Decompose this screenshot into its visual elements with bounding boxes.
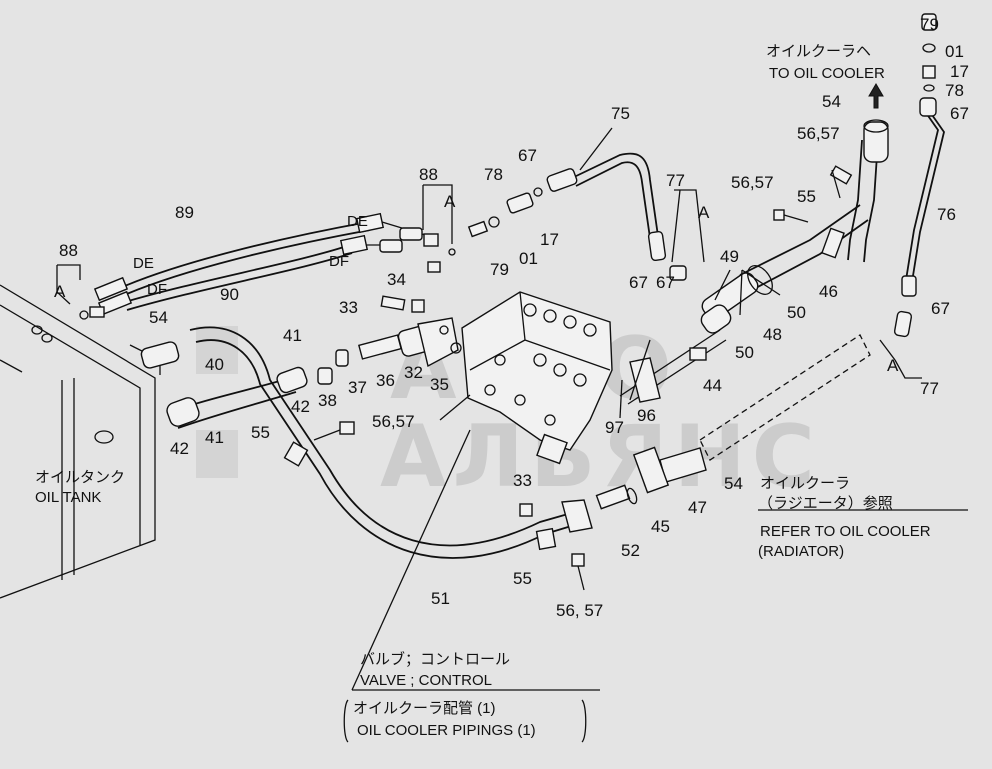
callout-DF: DF [329,253,349,270]
callout-56-57: 56,57 [797,124,840,143]
callout-38: 38 [318,391,337,410]
callout-67: 67 [518,146,537,165]
pipings-jp: オイルクーラ配管 (1) [353,700,496,717]
oil-tank-drawing [0,284,161,599]
callout-A: A [887,356,899,375]
callout-77: 77 [666,171,685,190]
refer-en2: (RADIATOR) [758,543,844,560]
pipings-en: OIL COOLER PIPINGS (1) [357,722,536,739]
callout-67: 67 [656,273,675,292]
callout-42: 42 [291,397,310,416]
callout-DE: DE [347,213,368,230]
fittings-32-36 [358,295,462,368]
callout-44: 44 [703,376,722,395]
hose-40 [166,349,349,429]
callout-36: 36 [376,371,395,390]
pipe-51 [140,326,593,559]
control-valve [427,261,613,465]
callout-DE: DE [133,255,154,272]
callout-A: A [444,192,456,211]
callout-46: 46 [819,282,838,301]
hose-46-48 [619,204,869,405]
callout-51: 51 [431,589,450,608]
callout-79: 79 [490,260,509,279]
valve-en: VALVE ; CONTROL [360,672,492,689]
callout-45: 45 [651,517,670,536]
callout-77: 77 [920,379,939,398]
callout-67: 67 [629,273,648,292]
callout-67: 67 [950,104,969,123]
callout-76: 76 [937,205,956,224]
callout-88: 88 [59,241,78,260]
callout-41: 41 [205,428,224,447]
callout-33: 33 [513,471,532,490]
callout-01: 01 [945,42,964,61]
callout-50: 50 [735,343,754,362]
watermark-logo-bottom [196,430,238,478]
callout-49: 49 [720,247,739,266]
to-oil-cooler-jp: オイルクーラヘ [766,43,871,60]
callout-48: 48 [763,325,782,344]
pipings-bracket-right [581,699,587,743]
callout-54: 54 [822,92,841,111]
pipings-bracket-left [343,699,349,743]
callout-37: 37 [348,378,367,397]
oil-cooler [595,334,871,510]
callouts: 79 01 17 78 67 54 56,57 56,57 55 76 46 6… [54,15,969,620]
callout-90: 90 [220,285,239,304]
callout-A: A [54,282,66,301]
callout-55: 55 [797,187,816,206]
callout-32: 32 [404,363,423,382]
callout-55: 55 [513,569,532,588]
callout-41: 41 [283,326,302,345]
refer-en: REFER TO OIL COOLER [760,523,931,540]
callout-97: 97 [605,418,624,437]
oil-tank-en: OIL TANK [35,489,101,506]
leader-lines [56,127,968,691]
hose-76 [893,13,945,338]
callout-78: 78 [484,165,503,184]
watermark-logo-top [196,326,238,374]
hose-89-90 [79,212,456,320]
callout-17: 17 [950,62,969,81]
callout-56-57: 56,57 [372,412,415,431]
callout-55: 55 [251,423,270,442]
hose-75 [467,152,687,281]
callout-50: 50 [787,303,806,322]
callout-75: 75 [611,104,630,123]
callout-40: 40 [205,355,224,374]
callout-DF: DF [147,281,167,298]
valve-jp: バルブ；コントロール [360,650,510,668]
callout-79: 79 [920,15,939,34]
pipe-54-oil-cooler [829,83,889,263]
callout-52: 52 [621,541,640,560]
refer-jp: オイルクーラ [760,475,850,492]
callout-88: 88 [419,165,438,184]
callout-33: 33 [339,298,358,317]
callout-56-57: 56, 57 [556,601,603,620]
callout-67: 67 [931,299,950,318]
refer-jp2: （ラジエータ）参照 [758,495,893,512]
callout-96: 96 [637,406,656,425]
callout-34: 34 [387,270,406,289]
watermark-line2: АЛЬЯНС [380,407,821,507]
callout-89: 89 [175,203,194,222]
oil-tank-jp: オイルタンク [35,469,125,486]
captions: オイルクーラヘ TO OIL COOLER オイルタンク OIL TANK オイ… [35,43,931,743]
callout-A: A [698,203,710,222]
callout-35: 35 [430,375,449,394]
callout-78: 78 [945,81,964,100]
callout-42: 42 [170,439,189,458]
to-oil-cooler-en: TO OIL COOLER [769,65,885,82]
callout-17: 17 [540,230,559,249]
bolts [313,169,841,591]
callout-01: 01 [519,249,538,268]
callout-54: 54 [149,308,168,327]
callout-47: 47 [688,498,707,517]
callout-54: 54 [724,474,743,493]
callout-56-57: 56,57 [731,173,774,192]
